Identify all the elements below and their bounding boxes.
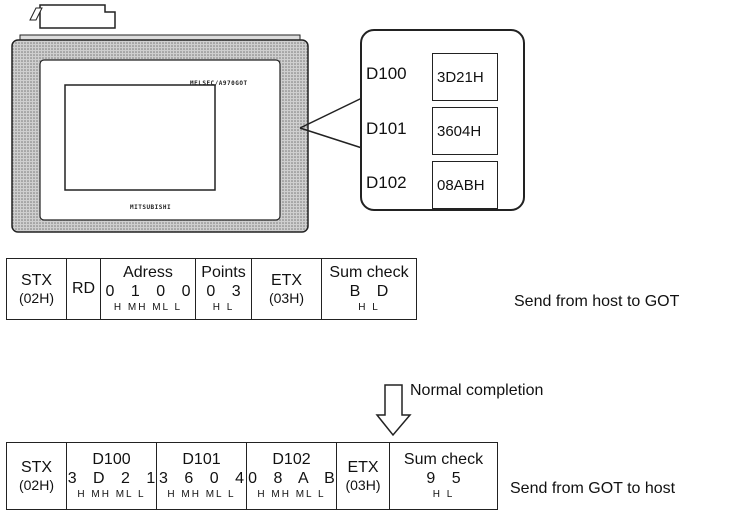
data-positions: H MH ML L [257, 489, 326, 501]
sum-check-positions: H L [358, 302, 380, 314]
data-title: D100 [92, 451, 131, 469]
response-d102-cell: D102 0 8 A B H MH ML L [246, 442, 337, 510]
etx-code: (03H) [345, 477, 381, 494]
points-positions: H L [212, 302, 235, 314]
address-positions: H MH ML L [113, 302, 183, 314]
request-etx-cell: ETX (03H) [251, 258, 322, 320]
register-label-d100: D100 [366, 64, 407, 83]
sum-check-digits: 9 5 [426, 469, 467, 487]
response-direction-label: Send from GOT to host [510, 480, 676, 497]
device-brand-bottom: MITSUBISHI [130, 204, 172, 211]
command-label: RD [71, 279, 96, 297]
register-callout: D100 D101 D102 3D21H 3604H 08ABH [360, 29, 525, 211]
data-digits: 3 D 2 1 [67, 469, 162, 487]
points-title: Points [201, 264, 246, 282]
stx-code: (02H) [18, 477, 54, 494]
data-positions: H MH ML L [167, 489, 236, 501]
sum-check-title: Sum check [403, 451, 484, 469]
address-title: Adress [123, 264, 173, 282]
sum-check-positions: H L [432, 489, 455, 501]
request-command-cell: RD [66, 258, 101, 320]
stx-label: STX [20, 458, 53, 476]
register-value-d102: 08ABH [432, 161, 498, 209]
data-digits: 3 6 0 4 [159, 469, 250, 487]
request-points-cell: Points 0 3 H L [195, 258, 252, 320]
data-positions: H MH ML L [77, 489, 146, 501]
request-stx-cell: STX (02H) [6, 258, 67, 320]
normal-completion-label: Normal completion [410, 382, 544, 399]
down-arrow-icon [375, 384, 412, 437]
request-direction-label: Send from host to GOT [514, 293, 680, 310]
etx-label: ETX [270, 271, 303, 289]
response-stx-cell: STX (02H) [6, 442, 67, 510]
sum-check-title: Sum check [329, 264, 409, 282]
request-sum-check-cell: Sum check B D H L [321, 258, 417, 320]
device-brand-top: MELSEC/A970GOT [190, 80, 248, 87]
register-value-text: 3D21H [437, 68, 484, 86]
register-value-d100: 3D21H [432, 53, 498, 101]
points-digits: 0 3 [206, 282, 247, 300]
response-sum-check-cell: Sum check 9 5 H L [389, 442, 498, 510]
stx-label: STX [20, 271, 53, 289]
register-value-text: 3604H [437, 122, 482, 140]
response-d100-cell: D100 3 D 2 1 H MH ML L [66, 442, 157, 510]
etx-label: ETX [347, 458, 379, 476]
register-value-d101: 3604H [432, 107, 498, 155]
register-value-text: 08ABH [437, 176, 485, 194]
register-label-d101: D101 [366, 119, 407, 138]
response-etx-cell: ETX (03H) [336, 442, 390, 510]
request-address-cell: Adress 0 1 0 0 H MH ML L [100, 258, 196, 320]
stx-code: (02H) [18, 290, 54, 307]
etx-code: (03H) [268, 290, 304, 307]
data-digits: 0 8 A B [248, 469, 341, 487]
data-title: D102 [272, 451, 311, 469]
address-digits: 0 1 0 0 [105, 282, 197, 300]
sum-check-digits: B D [349, 282, 395, 300]
response-d101-cell: D101 3 6 0 4 H MH ML L [156, 442, 247, 510]
register-label-d102: D102 [366, 173, 407, 192]
screen [64, 84, 216, 191]
data-title: D101 [182, 451, 221, 469]
